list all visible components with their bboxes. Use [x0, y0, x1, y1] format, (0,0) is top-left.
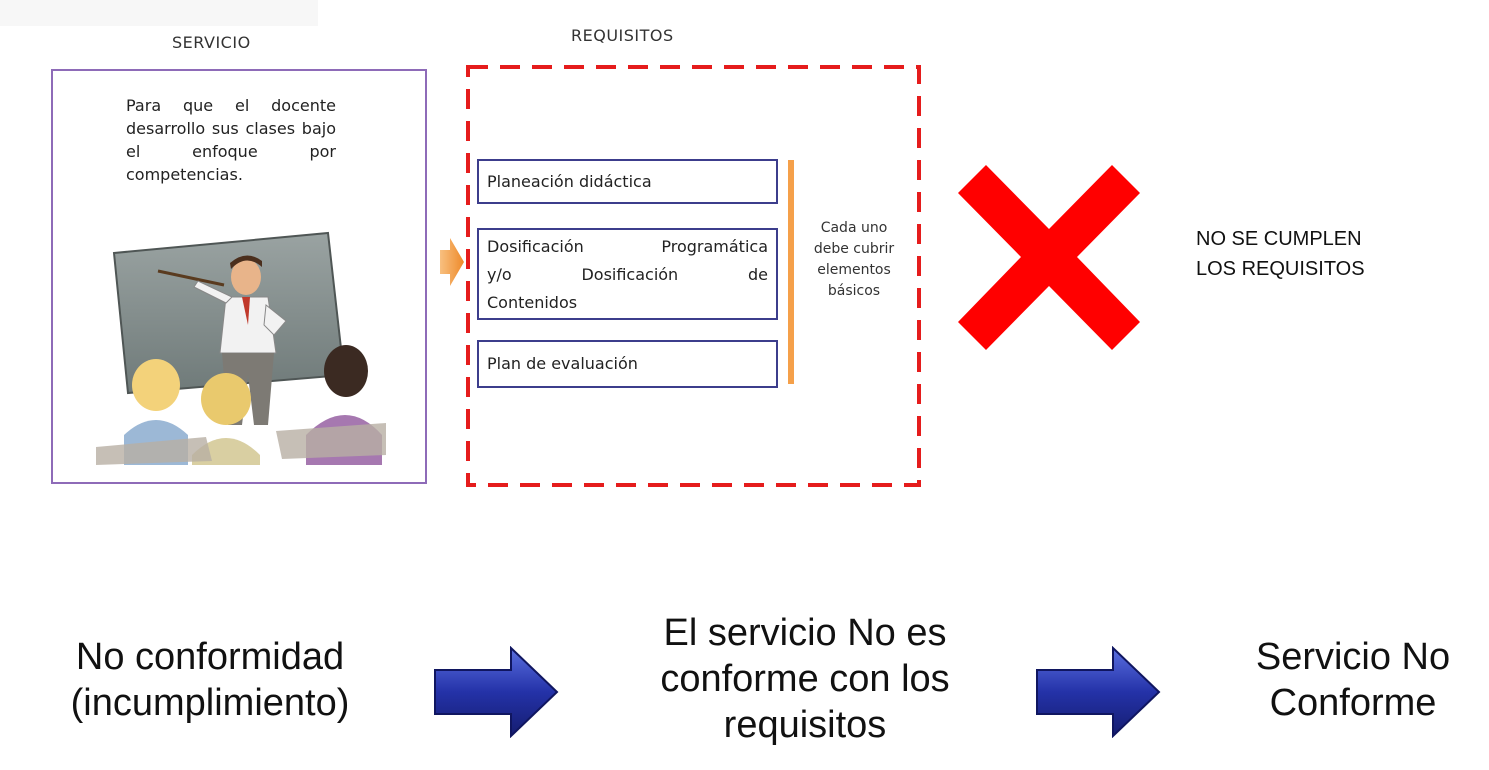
flow-line: requisitos [723, 704, 887, 746]
flow-arrow-icon [434, 646, 559, 738]
flow-step-service-not-conforming: El servicio No es conforme con los requi… [590, 610, 1020, 748]
req-word: y/o [487, 265, 512, 284]
flow-line: No conformidad [75, 636, 345, 678]
verdict-line: NO SE CUMPLEN [1196, 228, 1362, 250]
note-line: básicos [827, 283, 881, 299]
service-heading: SERVICIO [172, 33, 251, 52]
service-description: Para que el docente desarrollo sus clase… [126, 96, 336, 184]
flow-line: Conforme [1269, 682, 1437, 724]
flow-step-nonconformity: No conformidad (incumplimiento) [10, 634, 410, 726]
requirement-dosificacion-line2: y/o Dosificación de [487, 261, 768, 289]
bracket-note: Cada uno debe cubrir elementos básicos [795, 218, 913, 302]
flow-line: El servicio No es [663, 612, 947, 654]
requirement-dosificacion-line1: Dosificación Programática [487, 233, 768, 261]
classroom-illustration [96, 231, 386, 465]
grouping-bracket [788, 160, 794, 384]
flow-line: Servicio No [1255, 636, 1451, 678]
top-strip [0, 0, 318, 26]
flow-line: (incumplimiento) [70, 682, 350, 724]
requirements-dashed-frame [466, 65, 921, 487]
req-word: Dosificación [487, 237, 584, 256]
verdict-text: NO SE CUMPLEN LOS REQUISITOS [1196, 224, 1365, 284]
x-mark-icon [958, 165, 1140, 350]
requirement-dosificacion: Dosificación Programática y/o Dosificaci… [477, 228, 778, 320]
flow-step-result: Servicio No Conforme [1218, 634, 1488, 726]
note-line: debe cubrir [813, 241, 895, 257]
requirement-dosificacion-line3: Contenidos [487, 293, 578, 312]
req-word: de [748, 265, 768, 284]
requirement-plan-evaluacion: Plan de evaluación [477, 340, 778, 388]
small-arrow-icon [440, 238, 464, 286]
requirements-heading: REQUISITOS [571, 26, 674, 45]
note-line: elementos [817, 262, 891, 278]
flow-arrow-icon [1036, 646, 1161, 738]
note-line: Cada uno [820, 220, 888, 236]
requirement-planeacion: Planeación didáctica [477, 159, 778, 204]
req-word: Programática [661, 237, 768, 256]
flow-line: conforme con los [660, 658, 950, 700]
req-word: Dosificación [581, 265, 679, 284]
verdict-line: LOS REQUISITOS [1196, 258, 1365, 280]
service-box [51, 69, 427, 484]
